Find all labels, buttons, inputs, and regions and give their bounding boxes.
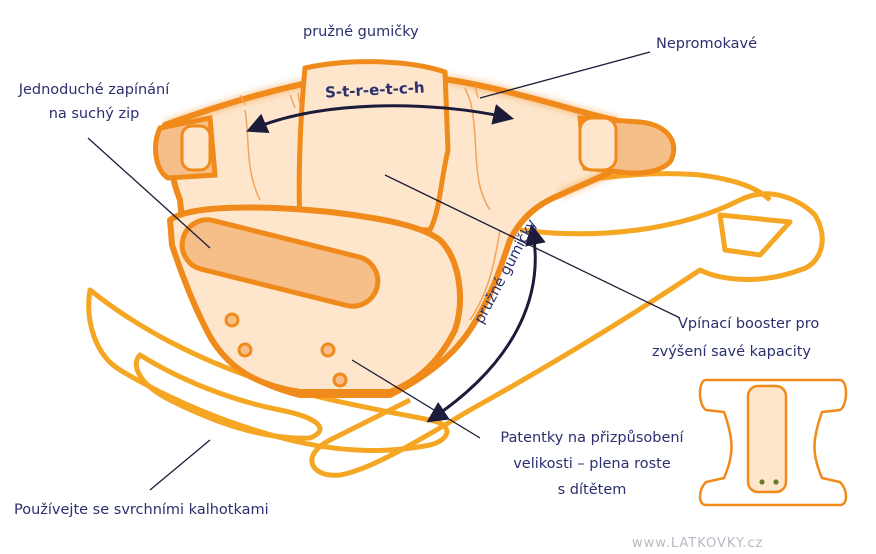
label-snaps-line1: Patentky na přizpůsobení	[500, 430, 684, 446]
velcro-tab-left	[153, 115, 218, 181]
label-overpants: Používejte se svrchními kalhotkami	[14, 502, 269, 518]
label-booster-line1: Vpínací booster pro	[678, 316, 820, 332]
label-waterproof: Nepromokavé	[656, 36, 758, 52]
label-snaps: Patentky na přizpůsobení velikosti – ple…	[472, 428, 712, 500]
label-booster: Vpínací booster pro zvýšení savé kapacit…	[652, 314, 819, 362]
snap-buttons	[224, 312, 348, 388]
label-snaps-line2: velikosti – plena roste	[513, 456, 671, 472]
stretch-arrow	[246, 104, 515, 134]
label-velcro: Jednoduché zapínání na suchý zip	[8, 80, 180, 124]
velcro-tab-right	[577, 115, 677, 176]
watermark: www.LATKOVKY.cz	[632, 536, 764, 551]
label-velcro-line1: Jednoduché zapínání	[18, 82, 170, 98]
leader-lines	[87, 51, 681, 491]
label-booster-line2: zvýšení savé kapacity	[652, 344, 812, 360]
label-top-elastics: pružné gumičky	[303, 24, 419, 40]
label-velcro-line2: na suchý zip	[48, 106, 140, 122]
velcro-strip	[179, 217, 381, 309]
side-elastics-arrow	[426, 223, 546, 423]
label-snaps-line3: s dítětem	[557, 482, 627, 498]
inset-diaper	[698, 378, 848, 507]
